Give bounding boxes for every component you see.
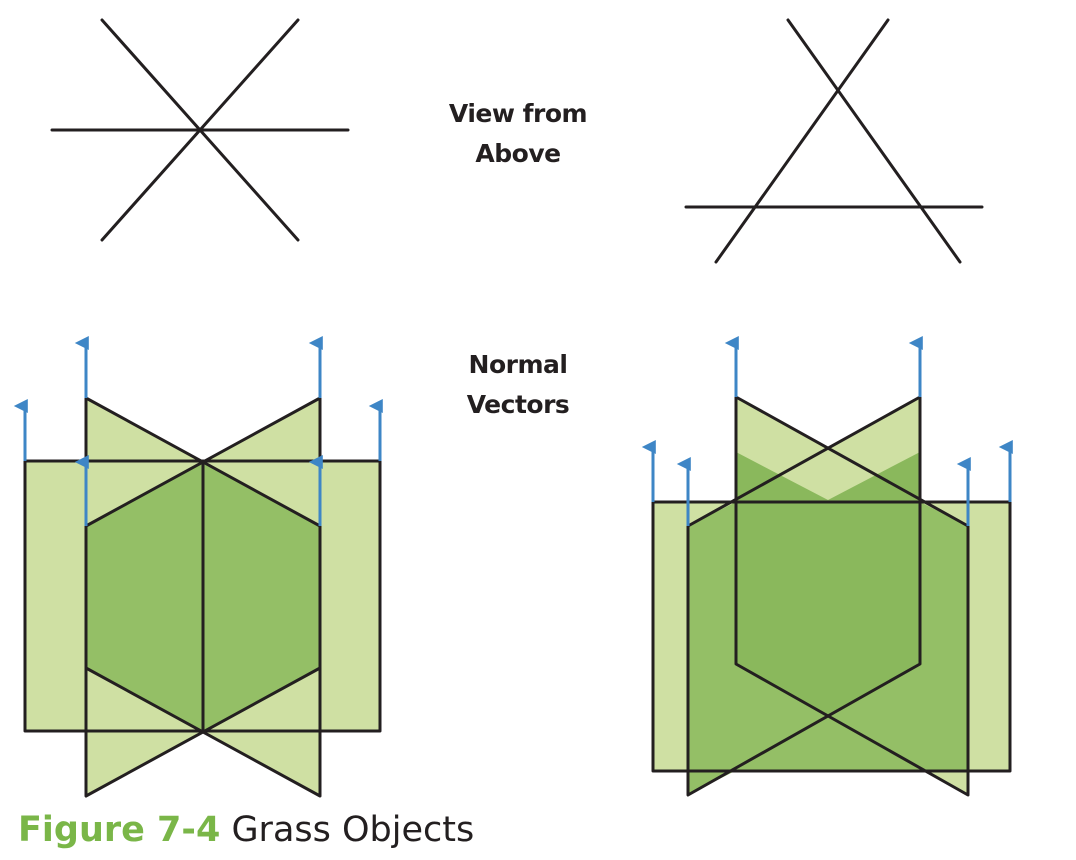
quad-diagonal-a-outline [734, 395, 970, 797]
top-view-line-left [714, 18, 890, 264]
figure-caption: Figure 7-4 Grass Objects [18, 806, 474, 854]
triangle-layout-top-view [684, 18, 984, 264]
top-view-line-diagonal-b [100, 18, 300, 242]
triangle-layout-quads [641, 336, 1013, 797]
quad-front-outline [651, 500, 1012, 773]
grass-objects-diagram [13, 18, 1013, 798]
normal-vectors-label-line2: Vectors [466, 390, 570, 419]
quad-front-outline [23, 459, 382, 733]
normal-vectors-label-line1: Normal [468, 350, 568, 379]
view-from-above-label-line2: Above [475, 139, 561, 168]
quad-diagonal-b-outline [686, 395, 922, 797]
top-view-line-right [786, 18, 962, 264]
view-from-above-label-line1: View from [448, 99, 588, 128]
star-layout-top-view [50, 18, 350, 242]
quad-diagonal-b-outline [84, 396, 322, 798]
view-from-above-label: View from Above [418, 94, 618, 174]
overlap-region-center [736, 452, 920, 714]
figure-title: Grass Objects [231, 810, 475, 850]
normal-vectors-label: Normal Vectors [418, 345, 618, 425]
figure-number: Figure 7-4 [18, 810, 221, 850]
star-layout-quads [13, 336, 383, 798]
